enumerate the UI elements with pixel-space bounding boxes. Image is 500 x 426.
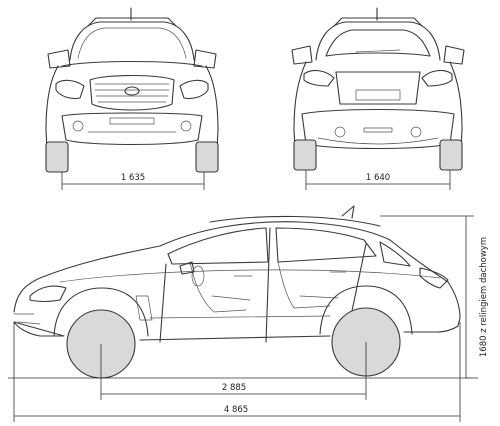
front-track-label: 1 635 (121, 173, 145, 183)
rear-track-label: 1 640 (366, 173, 390, 183)
length-label: 4 865 (224, 405, 248, 415)
rear-view (291, 7, 465, 171)
wheelbase-dimension: 2 885 (100, 342, 367, 400)
height-label: 1680 z relingiem dachowym (479, 237, 489, 357)
front-track-dimension: 1 635 (61, 172, 205, 190)
wheelbase-label: 2 885 (222, 383, 246, 393)
height-dimension: 1680 z relingiem dachowym (380, 215, 489, 379)
length-dimension: 4 865 (13, 322, 461, 422)
rear-track-dimension: 1 640 (305, 170, 451, 190)
front-view (45, 7, 219, 173)
side-view (13, 205, 461, 379)
